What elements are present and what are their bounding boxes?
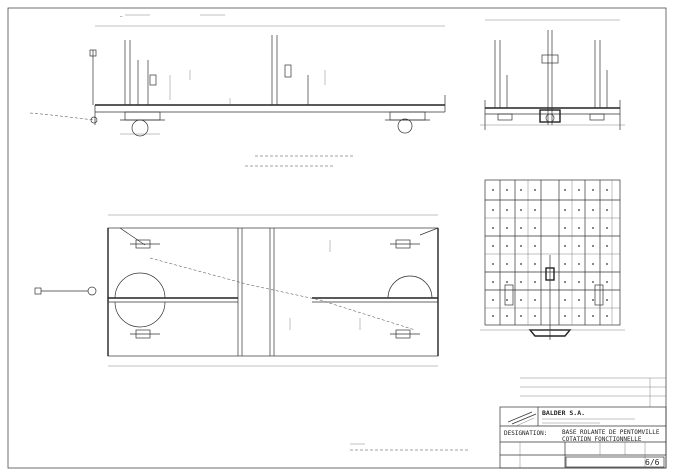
designation-label: DESIGNATION: (504, 430, 547, 437)
sheet-number: 6/6 (645, 458, 660, 467)
grid-detail-view (480, 179, 625, 340)
designation-line-2: COTATION FONCTIONNELLE (562, 436, 642, 443)
title-block: BALDER S.A. DESIGNATION: BASE ROLANTE DE… (499, 377, 667, 469)
dim-label: — (120, 14, 123, 19)
designation-line-1: BASE ROLANTE DE PENTOMVILLE (562, 429, 660, 436)
sheet-border (7, 7, 667, 469)
company-name: BALDER S.A. (542, 409, 585, 417)
plan-view (34, 214, 439, 367)
notes-area (350, 443, 470, 451)
end-elevation-view (480, 19, 625, 130)
side-elevation-view: — (29, 14, 446, 167)
company-logo (507, 411, 537, 427)
rivet-pattern (492, 189, 608, 317)
